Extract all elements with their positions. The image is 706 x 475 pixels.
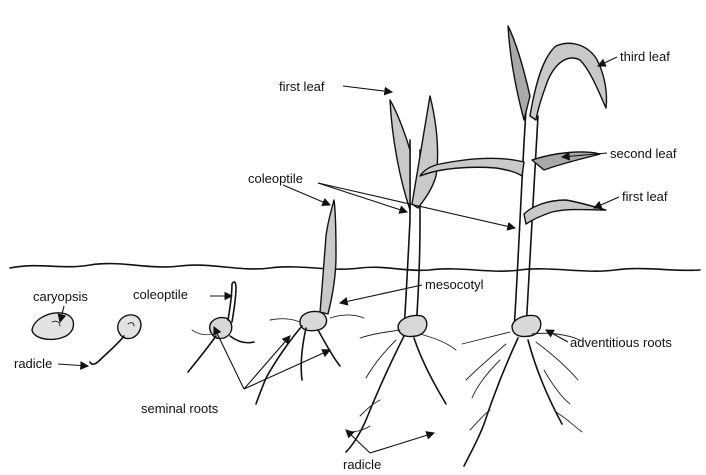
label-seminal-roots: seminal roots bbox=[141, 402, 218, 415]
seedling-stage-5 bbox=[346, 96, 456, 452]
label-coleoptile-left: coleoptile bbox=[133, 288, 188, 301]
label-radicle-bottom: radicle bbox=[343, 458, 381, 471]
label-adventitious-roots: adventitious roots bbox=[570, 336, 672, 349]
label-second-leaf: second leaf bbox=[610, 147, 677, 160]
seedling-stage-4 bbox=[256, 200, 364, 404]
label-first-leaf-top: first leaf bbox=[279, 80, 325, 93]
label-coleoptile-top: coleoptile bbox=[248, 172, 303, 185]
label-radicle-left: radicle bbox=[14, 357, 52, 370]
label-third-leaf: third leaf bbox=[620, 50, 670, 63]
soil-surface-line bbox=[10, 264, 700, 272]
label-first-leaf-right: first leaf bbox=[622, 190, 668, 203]
label-mesocotyl: mesocotyl bbox=[425, 278, 484, 291]
seedling-stage-6 bbox=[420, 26, 607, 466]
germinating-seed bbox=[90, 315, 141, 364]
caryopsis-seed bbox=[32, 313, 74, 339]
seedling-stage-3 bbox=[188, 282, 254, 372]
label-caryopsis: caryopsis bbox=[33, 290, 88, 303]
